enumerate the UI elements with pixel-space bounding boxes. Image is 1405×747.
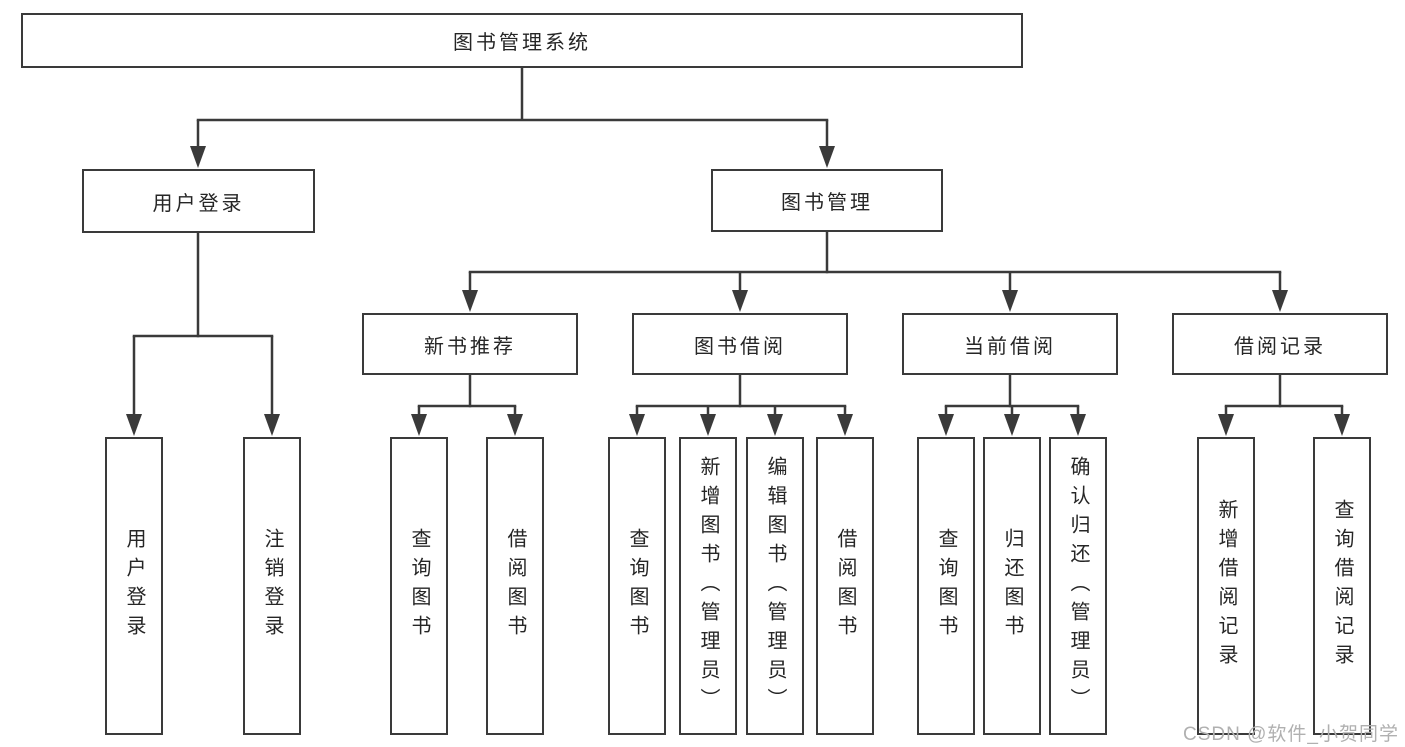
leaf-query-books-current: 查询图书 [917, 437, 975, 735]
leaf-query-books-recommend: 查询图书 [390, 437, 448, 735]
node-borrowing-records: 借阅记录 [1172, 313, 1388, 375]
leaf-query-borrow-record: 查询借阅记录 [1313, 437, 1371, 735]
arrowheads [126, 146, 1350, 436]
csdn-watermark: CSDN @软件_小贺同学 [1183, 724, 1399, 745]
leaf-add-books-admin: 新增图书（管理员） [679, 437, 737, 735]
node-library-management-system: 图书管理系统 [21, 13, 1023, 68]
leaf-logout: 注销登录 [243, 437, 301, 735]
leaf-add-borrow-record: 新增借阅记录 [1197, 437, 1255, 735]
leaf-query-books-borrow: 查询图书 [608, 437, 666, 735]
leaf-edit-books-admin: 编辑图书（管理员） [746, 437, 804, 735]
leaf-confirm-return-admin: 确认归还（管理员） [1049, 437, 1107, 735]
node-user-login: 用户登录 [82, 169, 315, 233]
leaf-borrow-books: 借阅图书 [816, 437, 874, 735]
leaf-borrow-books-recommend: 借阅图书 [486, 437, 544, 735]
leaf-user-login: 用户登录 [105, 437, 163, 735]
node-new-book-recommendation: 新书推荐 [362, 313, 578, 375]
node-book-management: 图书管理 [711, 169, 943, 232]
leaf-return-books: 归还图书 [983, 437, 1041, 735]
node-current-borrowing: 当前借阅 [902, 313, 1118, 375]
node-book-borrowing: 图书借阅 [632, 313, 848, 375]
